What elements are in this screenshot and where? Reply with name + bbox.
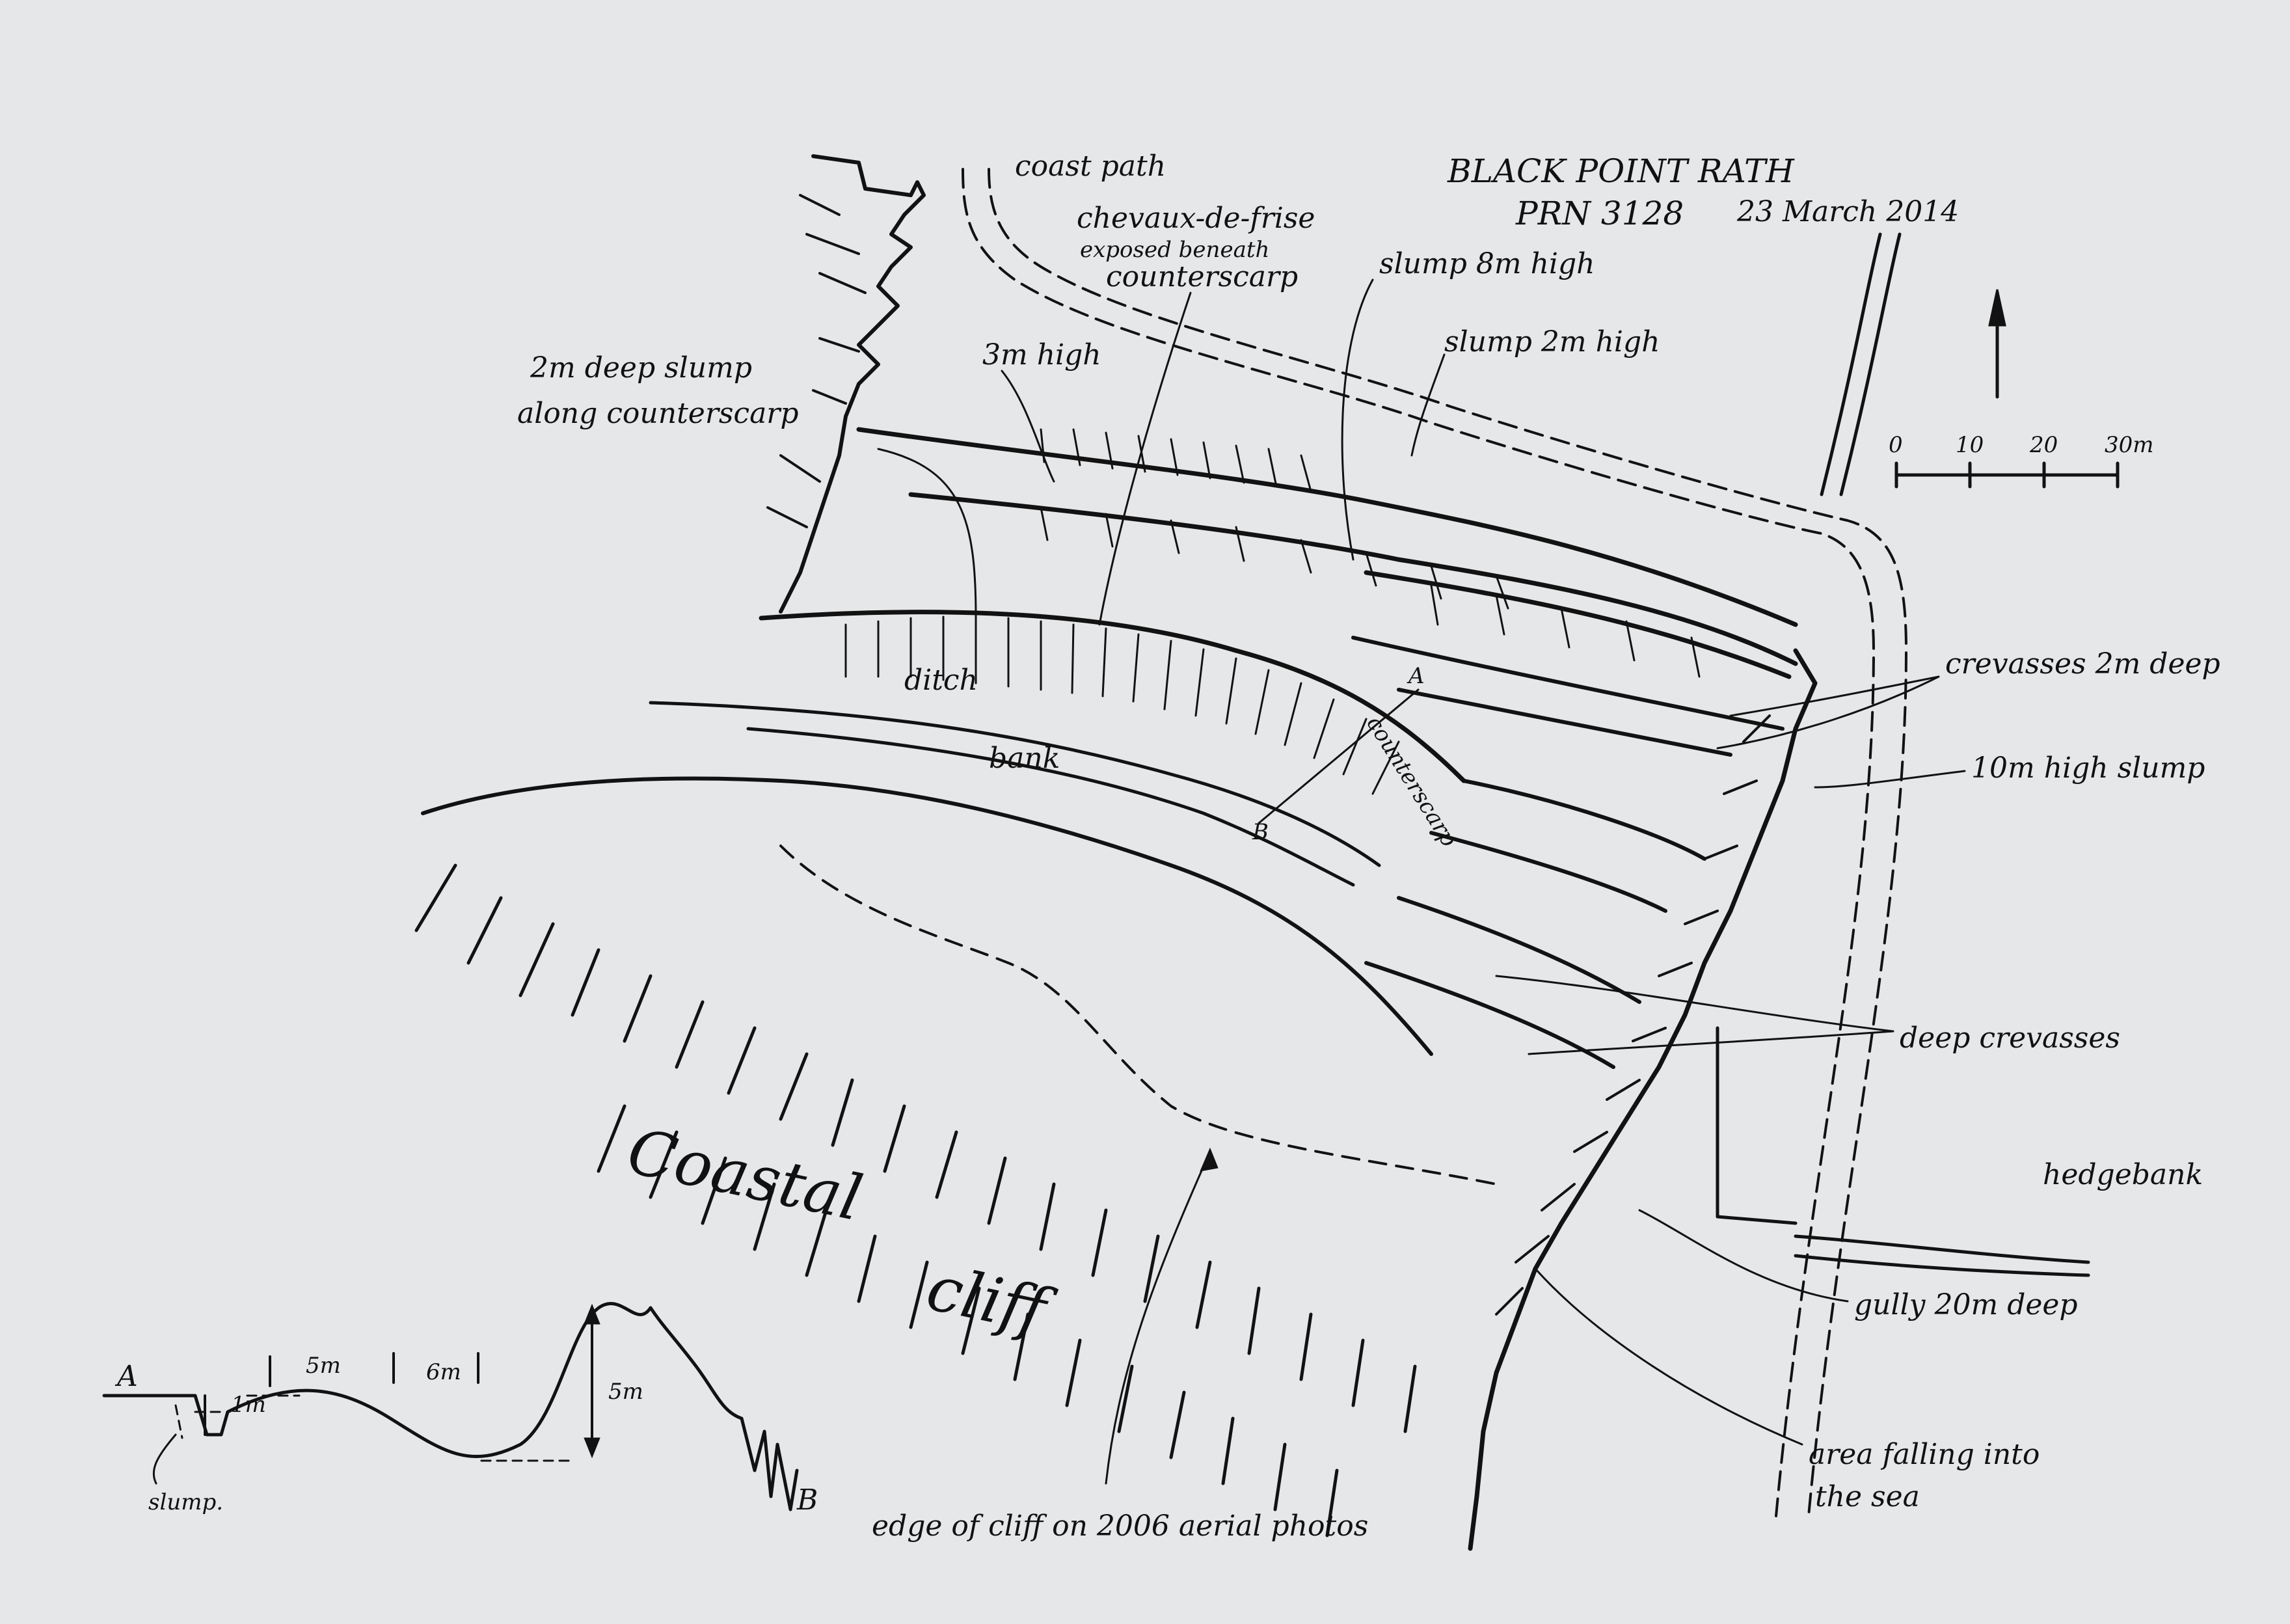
eastern-slump-edge <box>1468 648 1818 1551</box>
crevasses <box>1364 779 1706 1069</box>
profile-label-b: B <box>796 1483 818 1517</box>
edge-of-cliff-label: edge of cliff on 2006 aerial photos <box>872 1509 1368 1543</box>
scale-bar: 0 10 20 30m <box>1889 432 2154 489</box>
deep-crevasses-label: deep crevasses <box>1900 1022 2120 1055</box>
coast-path-label: coast path <box>1015 150 1166 183</box>
profile-section: A B slump. 1m 5m 6m 5m <box>102 1302 818 1517</box>
chevaux-label-line1: chevaux-de-frise <box>1077 202 1315 235</box>
site-title: BLACK POINT RATH <box>1447 152 1795 190</box>
cliff-label: cliff <box>921 1251 1061 1349</box>
cliff-hachures <box>414 776 1498 1537</box>
deep-slump-label-line2: along counterscarp <box>517 397 799 430</box>
scale-tick-10: 10 <box>1956 432 1984 458</box>
section-a-marker: A <box>1407 663 1425 689</box>
hedgebank-line <box>1716 1026 1798 1225</box>
bank-label: bank <box>989 742 1060 775</box>
crevasses-2m-label: crevasses 2m deep <box>1945 647 2220 681</box>
slump-scarps <box>856 427 1798 757</box>
hedgebank-label: hedgebank <box>2043 1158 2203 1191</box>
coast-path-line: coast path <box>962 150 1907 1517</box>
section-b-marker: B <box>1252 819 1269 845</box>
profile-label-a: A <box>114 1360 138 1393</box>
falling-label-line1: area falling into <box>1809 1438 2040 1471</box>
falling-label-line2: the sea <box>1815 1480 1920 1513</box>
survey-date: 23 March 2014 <box>1736 195 1959 228</box>
deep-slump-label-line1: 2m deep slump <box>530 351 752 385</box>
chevaux-label-line2: exposed beneath <box>1080 237 1269 263</box>
slump-8m-label: slump 8m high <box>1379 247 1595 280</box>
scale-tick-0: 0 <box>1889 432 1903 458</box>
profile-dim-5m-left: 5m <box>306 1353 341 1379</box>
chevaux-label-line3: counterscarp <box>1106 260 1298 293</box>
high-3m-label: 3m high <box>982 338 1101 372</box>
slump-2m-label: slump 2m high <box>1444 325 1660 359</box>
profile-dim-1m: 1m <box>231 1392 266 1418</box>
leader-lines <box>877 278 1966 1485</box>
prn-number: PRN 3128 <box>1515 195 1684 232</box>
profile-dim-5m-height: 5m <box>608 1379 643 1405</box>
coastal-label: Coastal <box>621 1115 869 1235</box>
earthworks: ditch bank counterscarp A B <box>649 610 1466 887</box>
scale-tick-20: 20 <box>2029 432 2058 458</box>
gully-label: gully 20m deep <box>1854 1288 2078 1321</box>
profile-dim-6m: 6m <box>426 1359 461 1385</box>
ditch-label: ditch <box>904 664 978 697</box>
slump-10m-label: 10m high slump <box>1971 751 2205 785</box>
scale-tick-30m: 30m <box>2105 432 2154 458</box>
north-arrow-icon <box>1988 289 2006 399</box>
profile-slump-label: slump. <box>148 1489 223 1515</box>
western-cliff-edge <box>779 154 926 614</box>
